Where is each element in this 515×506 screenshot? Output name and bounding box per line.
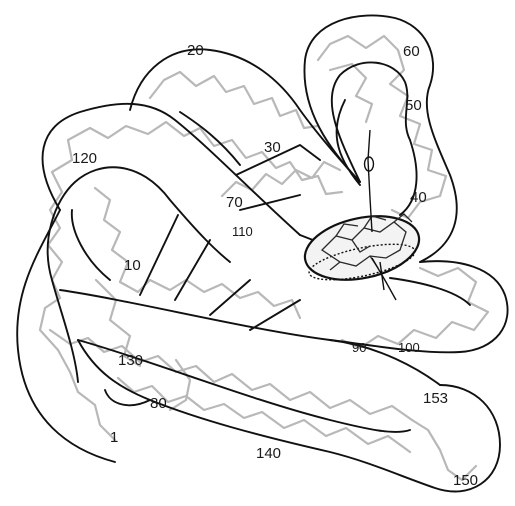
helix-gh-hairpin-outer	[43, 104, 300, 235]
heme-group	[299, 130, 425, 300]
label-residue-110: 110	[232, 224, 253, 239]
helix-f-inner	[390, 278, 470, 305]
label-residue-50: 50	[405, 97, 422, 114]
helix-e-inner-edge	[337, 100, 360, 185]
label-residue-130: 130	[118, 352, 143, 369]
helix-b-inner-loop	[180, 112, 240, 165]
label-residue-10: 10	[124, 257, 141, 274]
label-residue-30: 30	[264, 139, 281, 156]
label-residue-150: 150	[453, 472, 478, 489]
label-residue-40: 40	[410, 189, 427, 206]
label-residue-1: 1	[110, 429, 118, 446]
helix-de-loop-inner	[332, 62, 417, 215]
label-residue-100: 100	[398, 340, 420, 355]
label-residue-20: 20	[187, 42, 204, 59]
label-residue-140: 140	[256, 445, 281, 462]
helix-tube-outlines	[17, 15, 507, 491]
label-residue-90: 90	[352, 340, 366, 355]
label-residue-80: 80	[150, 395, 167, 412]
helix-gh-hairpin-inner	[48, 167, 230, 382]
label-residue-120: 120	[72, 150, 97, 167]
label-residue-70: 70	[226, 194, 243, 211]
label-residue-60: 60	[403, 43, 420, 60]
label-residue-153: 153	[423, 390, 448, 407]
helix-g-strut-4	[250, 300, 300, 330]
helix-g-strut-1	[140, 215, 178, 295]
